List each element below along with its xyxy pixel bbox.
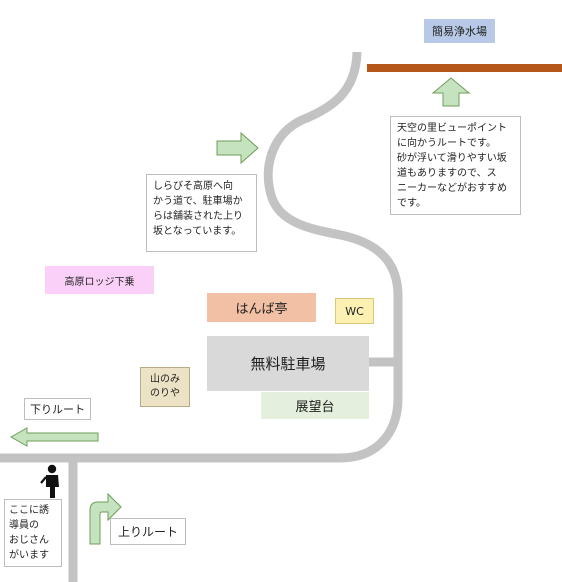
observation-deck[interactable]: 展望台	[261, 392, 369, 419]
shirabiso-note: しらびそ高原へ向 かう道で、駐車場か らは舗装された上り 坂となっています。	[146, 174, 257, 252]
down-route-label: 下りルート	[24, 398, 91, 420]
person-icon	[40, 464, 59, 498]
main-road	[0, 51, 403, 463]
free-parking[interactable]: 無料駐車場	[207, 336, 369, 391]
sky-viewpoint-note: 天空の里ビューポイント に向かうルートです。 砂が浮いて滑りやすい坂 道もありま…	[390, 116, 521, 215]
arrow-up-icon	[431, 77, 471, 107]
up-route-label: 上りルート	[110, 518, 186, 545]
wc-label[interactable]: WC	[335, 298, 374, 324]
water-station-label: 簡易浄水場	[424, 19, 495, 43]
hannba-tei[interactable]: はんば亭	[207, 293, 316, 322]
bent-arrow-icon	[89, 492, 122, 545]
yamanominoriya-shop[interactable]: 山のみ のりや	[140, 367, 190, 407]
guide-note: ここに誘 導員の おじさん がいます	[4, 499, 62, 567]
arrow-right-icon	[216, 131, 259, 165]
lodge-stop-label: 高原ロッジ下乗	[45, 266, 154, 294]
brown-road	[367, 64, 562, 72]
arrow-left-icon	[9, 427, 99, 447]
